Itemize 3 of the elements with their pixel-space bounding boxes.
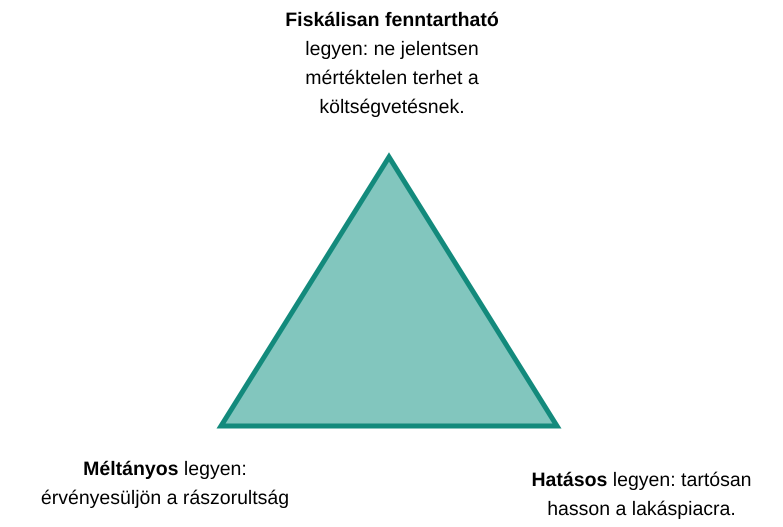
principle-text: Méltányos legyen: érvényesüljön a rászorultság (40, 457, 290, 511)
principle-text: Fiskálisan fenntartható legyen: ne jelentsen mértéktelen terhet a költségvetésnek. (284, 8, 500, 120)
principle-text: Hatásos legyen: tartósan hasson a lakáspiacra. (530, 468, 753, 522)
